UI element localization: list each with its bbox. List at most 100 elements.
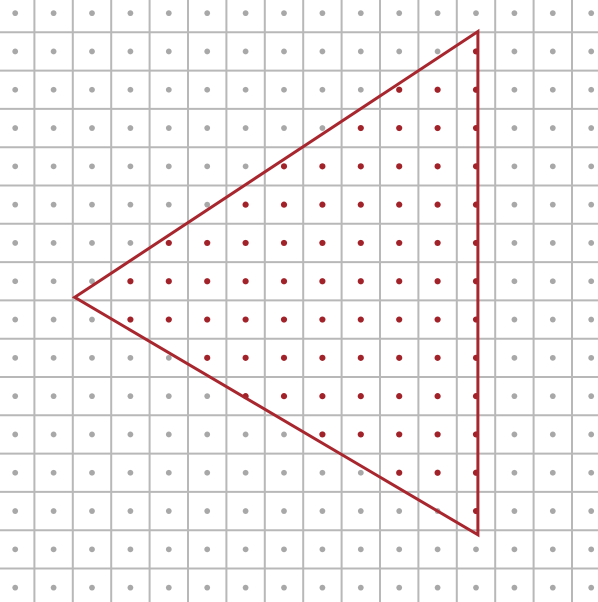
sample-dot-covered <box>280 239 288 247</box>
sample-dot-uncovered <box>588 546 595 553</box>
sample-dot-uncovered <box>204 431 211 438</box>
sample-dot-uncovered <box>549 48 556 55</box>
sample-dot-covered <box>396 86 403 93</box>
sample-dot-uncovered <box>549 10 556 17</box>
sample-dot-uncovered <box>165 584 172 591</box>
sample-dot-uncovered <box>281 125 287 131</box>
sample-dot-uncovered <box>549 86 556 93</box>
sample-dot-uncovered <box>204 508 211 514</box>
sample-dot-uncovered <box>127 10 134 17</box>
sample-dot-uncovered <box>549 508 556 514</box>
sample-dot-uncovered <box>242 508 249 514</box>
sample-dot-uncovered <box>242 469 249 476</box>
sample-dot-uncovered <box>165 469 172 476</box>
sample-dot-uncovered <box>511 508 518 514</box>
sample-dot-covered <box>434 393 441 400</box>
sample-dot-uncovered <box>588 10 595 17</box>
sample-dot-uncovered <box>12 240 19 246</box>
sample-dot-uncovered <box>50 10 57 17</box>
sample-dot-uncovered <box>12 316 19 323</box>
sample-dot-covered <box>357 201 364 208</box>
sample-dot-uncovered <box>127 508 134 514</box>
sample-dot-uncovered <box>165 546 172 553</box>
sample-dot-covered <box>434 354 441 361</box>
sample-dot-uncovered <box>588 354 595 361</box>
sample-dots <box>12 10 595 591</box>
sample-dot-uncovered <box>511 125 518 131</box>
sample-dot-covered <box>242 316 249 323</box>
sample-dot-uncovered <box>165 48 172 55</box>
sample-dot-uncovered <box>89 125 95 131</box>
sample-dot-uncovered <box>319 10 326 17</box>
sample-dot-uncovered <box>434 10 441 17</box>
sample-dot-covered <box>396 354 403 361</box>
sample-dot-uncovered <box>511 584 518 591</box>
sample-dot-uncovered <box>165 393 172 400</box>
sample-dot-covered <box>434 431 441 438</box>
sample-dot-covered <box>242 201 249 208</box>
sample-dot-uncovered <box>204 86 211 93</box>
sample-dot-covered <box>165 278 172 285</box>
sample-dot-uncovered <box>281 431 287 438</box>
sample-dot-uncovered <box>357 48 364 55</box>
sample-dot-uncovered <box>511 431 518 438</box>
sample-dot-uncovered <box>549 125 556 131</box>
sample-dot-covered <box>396 124 403 132</box>
sample-dot-covered <box>396 201 403 208</box>
sample-dot-uncovered <box>588 508 595 514</box>
sample-dot-uncovered <box>319 125 326 131</box>
sample-dot-uncovered <box>588 278 595 285</box>
sample-dot-covered <box>204 278 211 285</box>
sample-dot-uncovered <box>127 469 134 476</box>
sample-dot-uncovered <box>127 163 134 170</box>
sample-dot-covered <box>434 201 441 208</box>
sample-dot-uncovered <box>357 86 364 93</box>
sample-dot-uncovered <box>319 546 326 553</box>
sample-dot-covered <box>319 354 326 361</box>
sample-dot-uncovered <box>588 393 595 400</box>
sample-dot-uncovered <box>89 316 95 323</box>
sample-dot-covered <box>434 86 441 93</box>
sample-dot-uncovered <box>434 584 441 591</box>
sample-dot-uncovered <box>204 201 211 208</box>
sample-dot-uncovered <box>396 584 403 591</box>
sample-dot-covered <box>434 316 441 323</box>
sample-dot-uncovered <box>165 125 172 131</box>
sample-dot-uncovered <box>511 163 518 170</box>
sample-dot-uncovered <box>127 48 134 55</box>
sample-dot-uncovered <box>396 48 403 55</box>
sample-dot-covered <box>280 393 288 400</box>
sample-dot-uncovered <box>511 469 518 476</box>
sample-dot-uncovered <box>473 10 479 17</box>
sample-dot-uncovered <box>50 393 57 400</box>
sample-dot-uncovered <box>165 354 172 361</box>
sample-dot-covered <box>127 278 134 285</box>
sample-dot-covered <box>396 316 403 323</box>
sample-dot-uncovered <box>127 86 134 93</box>
sample-dot-covered <box>319 316 326 323</box>
sample-dot-uncovered <box>204 546 211 553</box>
sample-dot-uncovered <box>89 508 95 514</box>
sample-dot-uncovered <box>127 431 134 438</box>
sample-dot-uncovered <box>511 86 518 93</box>
sample-dot-covered <box>396 163 403 170</box>
sample-dot-uncovered <box>127 240 134 246</box>
sample-dot-uncovered <box>204 48 211 55</box>
sample-dot-uncovered <box>511 10 518 17</box>
sample-dot-uncovered <box>281 508 287 514</box>
sample-dot-uncovered <box>357 10 364 17</box>
sample-dot-uncovered <box>89 431 95 438</box>
sample-dot-uncovered <box>204 163 211 170</box>
sample-dot-uncovered <box>50 584 57 591</box>
sample-dot-uncovered <box>89 10 95 17</box>
sample-dot-uncovered <box>204 393 211 400</box>
sample-dot-covered <box>434 469 441 476</box>
sample-dot-uncovered <box>12 584 19 591</box>
sample-dot-uncovered <box>50 546 57 553</box>
sample-dot-uncovered <box>89 469 95 476</box>
sample-dot-uncovered <box>588 469 595 476</box>
sample-dot-uncovered <box>511 48 518 55</box>
sample-dot-uncovered <box>281 546 287 553</box>
sample-dot-uncovered <box>127 125 134 131</box>
